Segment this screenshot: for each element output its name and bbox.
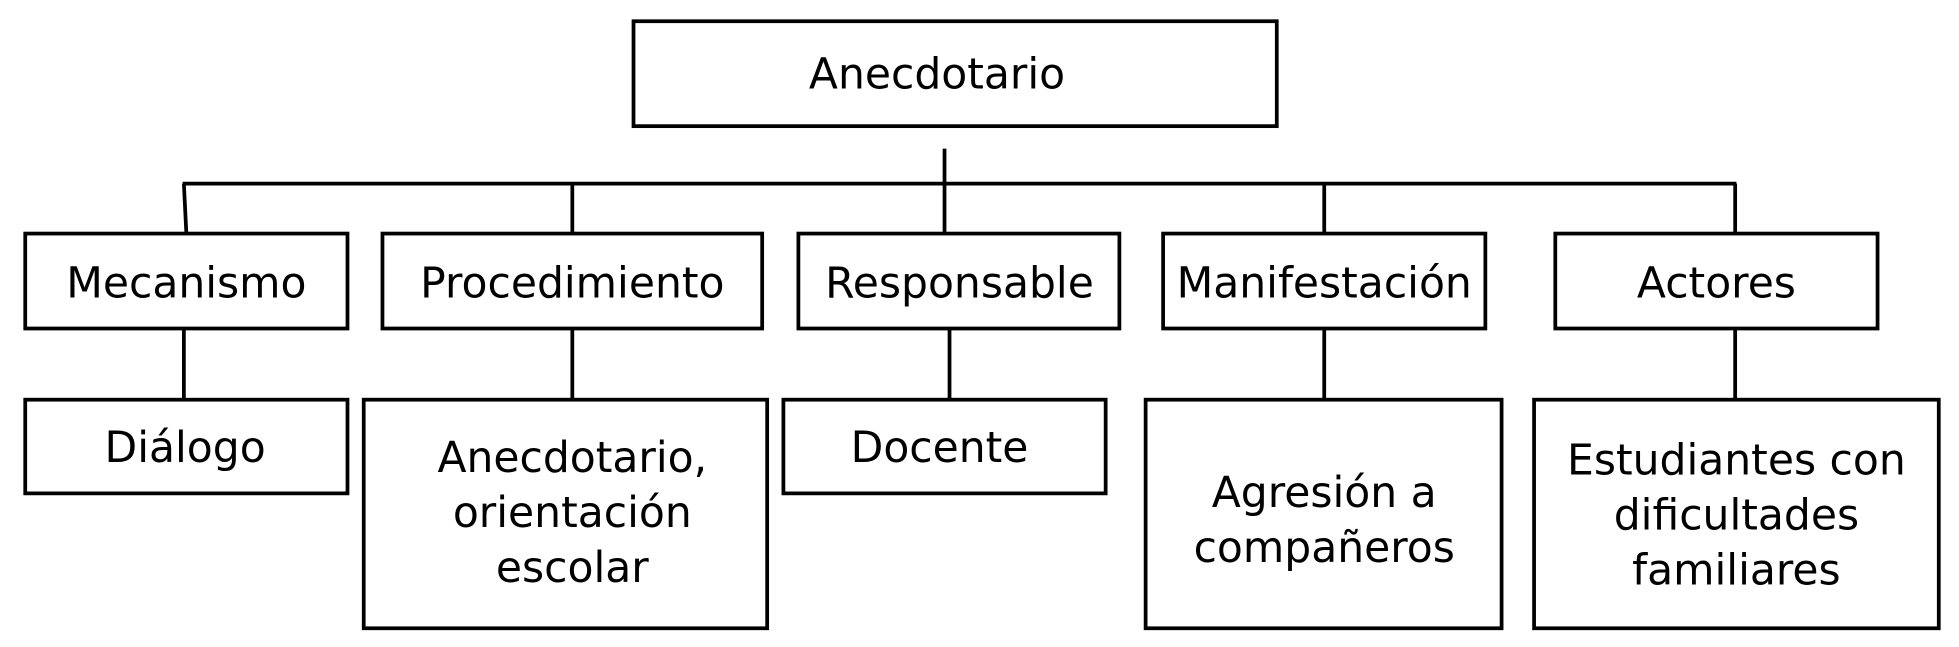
connector-mecanismo bbox=[181, 183, 189, 234]
leaf-label: Docente bbox=[851, 424, 1029, 473]
category-node-responsable: Responsable bbox=[796, 231, 1122, 331]
leaf-label: familiares bbox=[1632, 547, 1840, 596]
leaf-node-dialogo: Diálogo bbox=[23, 397, 350, 496]
leaf-label: Diálogo bbox=[105, 424, 266, 473]
leaf-label: compañeros bbox=[1194, 524, 1455, 573]
category-node-mecanismo: Mecanismo bbox=[23, 231, 350, 331]
category-label: Manifestación bbox=[1177, 259, 1472, 308]
category-label: Mecanismo bbox=[66, 259, 306, 308]
leaf-label: Anecdotario, bbox=[437, 434, 707, 483]
leaf-label: Estudiantes con bbox=[1567, 437, 1906, 486]
leaf-label: escolar bbox=[496, 544, 649, 593]
category-label: Actores bbox=[1637, 259, 1796, 308]
leaf-label: dificultades bbox=[1614, 492, 1859, 541]
root-label: Anecdotario bbox=[809, 51, 1065, 100]
category-label: Responsable bbox=[825, 259, 1094, 308]
leaf-label: Agresión a bbox=[1212, 469, 1437, 518]
leaf-node-estudiantes: Estudiantes con dificultades familiares bbox=[1532, 397, 1941, 631]
category-node-actores: Actores bbox=[1553, 231, 1880, 331]
connectors bbox=[181, 148, 1738, 400]
leaf-node-docente: Docente bbox=[781, 397, 1108, 496]
leaf-node-agresion: Agresión a compañeros bbox=[1143, 397, 1504, 631]
category-node-procedimiento: Procedimiento bbox=[380, 231, 765, 331]
leaf-label: orientación bbox=[453, 489, 692, 538]
root-node: Anecdotario bbox=[631, 19, 1279, 129]
category-label: Procedimiento bbox=[420, 259, 724, 308]
category-node-manifestacion: Manifestación bbox=[1161, 231, 1488, 331]
leaf-node-anecdotario-orientacion: Anecdotario, orientación escolar bbox=[361, 397, 770, 631]
